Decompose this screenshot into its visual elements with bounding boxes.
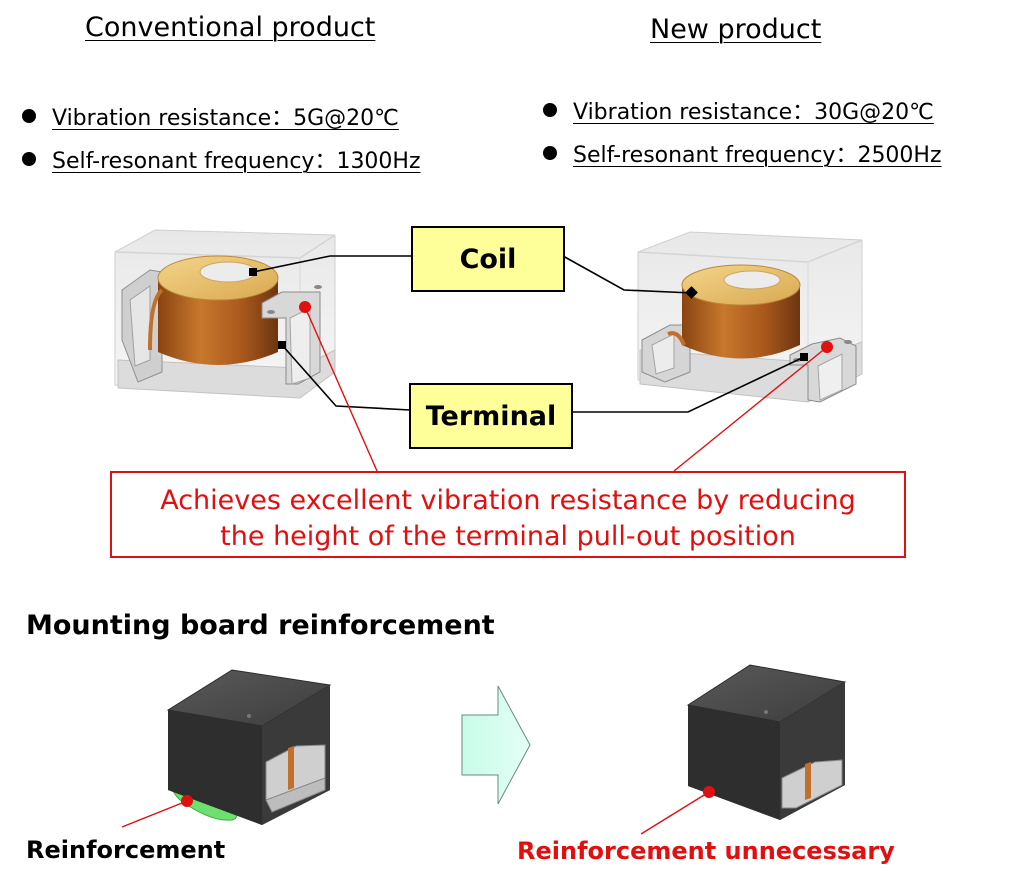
new-inductor-image (637, 231, 863, 403)
new-spec-vibration: Vibration resistance：30G@20℃ (543, 94, 934, 126)
leader-marker-icon (800, 353, 808, 361)
conventional-heading: Conventional product (85, 12, 376, 43)
conventional-spec-frequency: Self-resonant frequency：1300Hz (22, 143, 421, 175)
vibration-note-box: Achieves excellent vibration resistance … (110, 471, 906, 558)
reinforced-inductor-image (121, 669, 332, 828)
bullet-icon (22, 109, 36, 123)
mounting-section-title: Mounting board reinforcement (26, 610, 495, 641)
red-dot-icon (299, 301, 311, 313)
reinforcement-caption: Reinforcement (26, 836, 226, 864)
vibration-note-line-1: Achieves excellent vibration resistance … (160, 485, 856, 516)
terminal-callout: Terminal (409, 383, 573, 449)
new-product-heading: New product (650, 14, 822, 45)
vibration-note-line-2: the height of the terminal pull-out posi… (220, 521, 796, 552)
unreinforced-inductor-image (640, 664, 847, 835)
bullet-icon (543, 146, 557, 160)
conventional-spec-vibration: Vibration resistance：5G@20℃ (22, 100, 399, 132)
coil-callout: Coil (411, 226, 565, 292)
reinforcement-unnecessary-caption: Reinforcement unnecessary (517, 837, 895, 865)
leader-marker-icon (249, 268, 257, 276)
new-spec-frequency: Self-resonant frequency：2500Hz (543, 137, 942, 169)
bullet-icon (22, 152, 36, 166)
red-pointer-lines (299, 301, 833, 472)
conventional-inductor-image (114, 229, 336, 399)
transition-arrow-icon (461, 685, 531, 805)
bullet-icon (543, 103, 557, 117)
red-dot-icon (821, 341, 833, 353)
leader-marker-icon (278, 341, 286, 349)
terminal-leader-lines (278, 341, 808, 413)
